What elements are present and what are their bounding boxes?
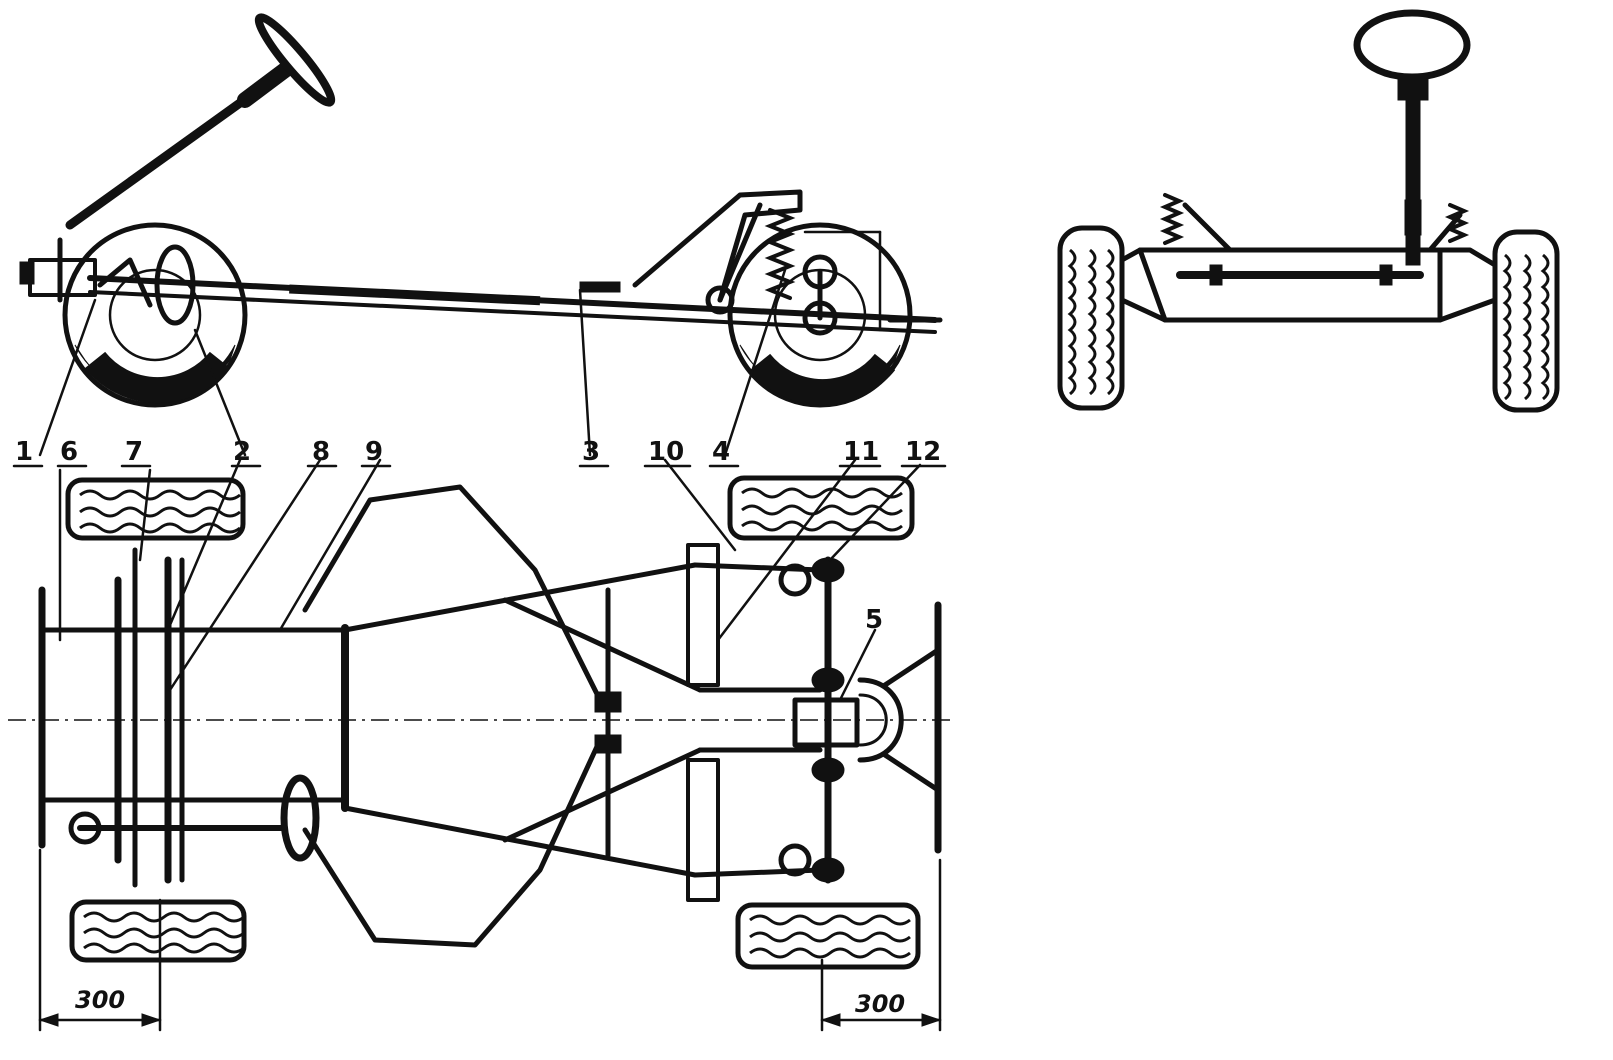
rear-frame: [1119, 193, 1498, 323]
callout-11: 11: [843, 437, 879, 467]
callout-6: 6: [60, 437, 78, 467]
callout-3: 3: [582, 437, 600, 467]
side-front-wheel: [62, 222, 248, 408]
callouts: 1 2 3 4 5 6 7 8 9 10 11 12: [12, 437, 947, 635]
callout-8: 8: [312, 437, 330, 467]
plan-front-left-tyre: [65, 477, 246, 541]
callout-1: 1: [15, 437, 33, 467]
side-steering: [65, 13, 336, 230]
plan-frame: [38, 484, 942, 948]
plan-front-right-tyre: [69, 899, 247, 963]
callout-12: 12: [905, 437, 941, 467]
rear-view: [1057, 9, 1560, 413]
callout-4: 4: [712, 437, 730, 467]
side-frame: [19, 189, 943, 334]
dimension-left: [38, 848, 162, 1032]
rear-right-tyre: [1492, 229, 1560, 413]
callout-2: 2: [233, 437, 251, 467]
side-view: [19, 13, 943, 457]
rear-left-tyre: [1057, 225, 1125, 411]
dimension-left-label: 300: [75, 986, 125, 1014]
callout-7: 7: [125, 437, 143, 467]
plan-view: [8, 458, 955, 1032]
plan-rear-right-tyre: [735, 902, 921, 970]
plan-rear-left-tyre: [727, 475, 915, 541]
dimension-right: [820, 858, 942, 1032]
callout-10: 10: [648, 437, 684, 467]
callout-9: 9: [365, 437, 383, 467]
callout-5: 5: [865, 605, 883, 635]
dimension-right-label: 300: [855, 990, 905, 1018]
